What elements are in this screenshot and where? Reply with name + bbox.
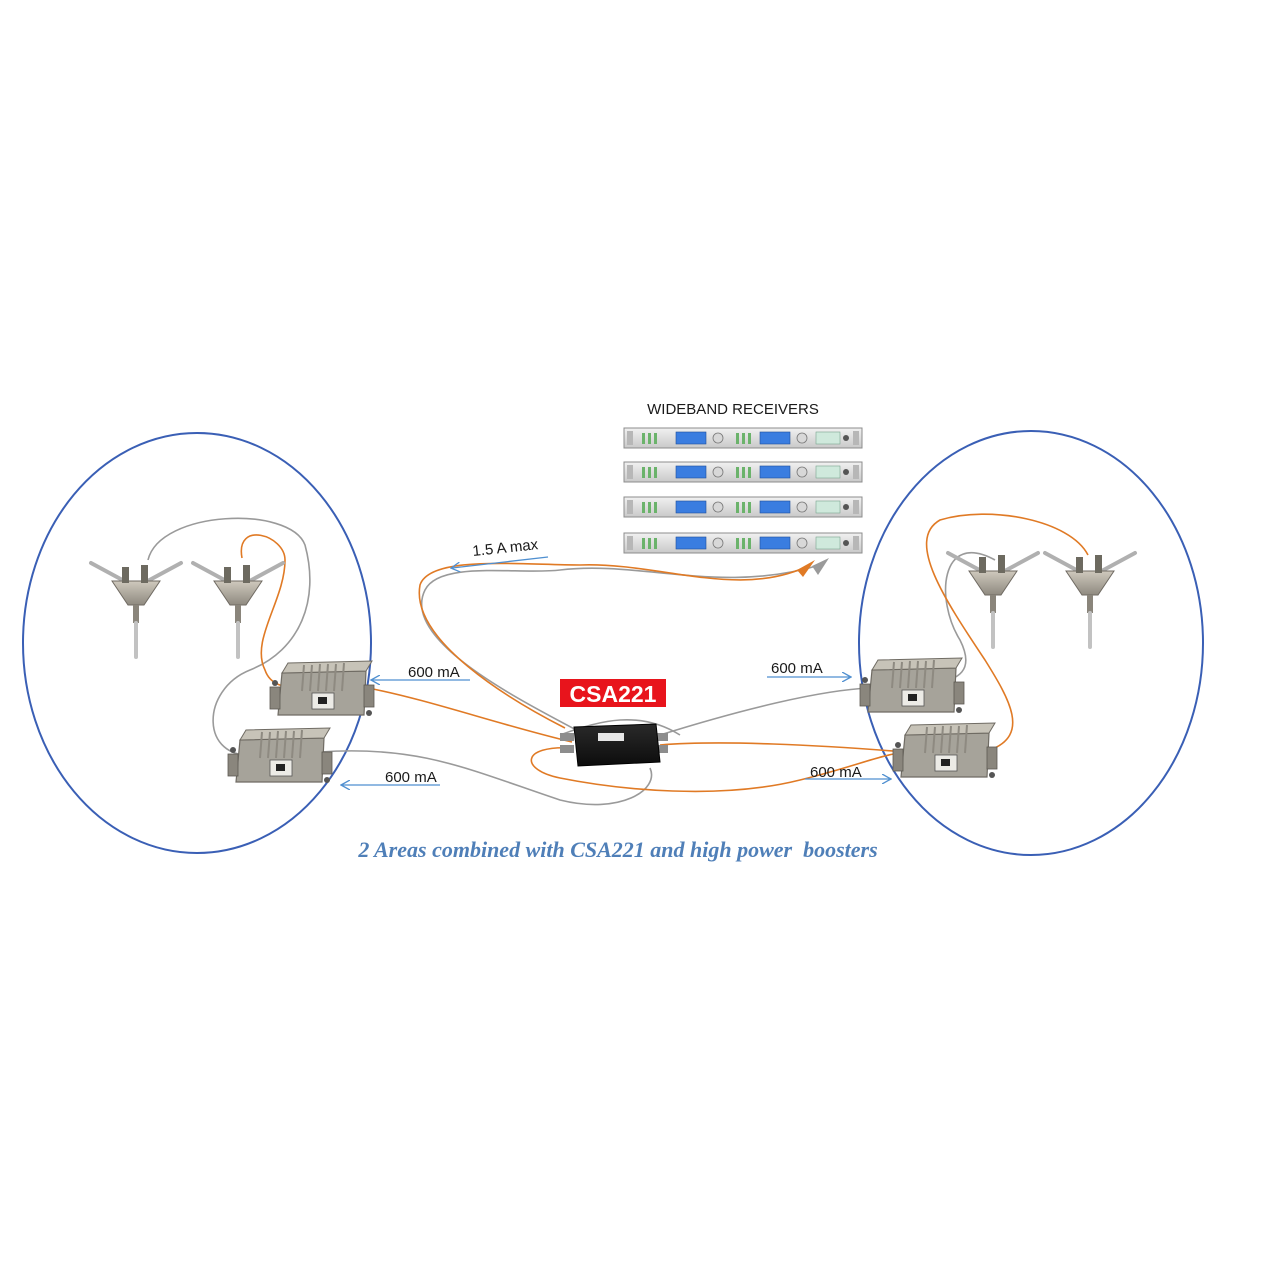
combiner-badge: [560, 679, 666, 707]
gray-cable: [319, 750, 653, 806]
booster-icon: [859, 657, 965, 714]
area-left: [22, 432, 372, 854]
orange-cable: [418, 562, 811, 729]
antenna-icon: [1043, 551, 1137, 649]
receiver-stack: [623, 427, 863, 554]
combiner-box-icon: [560, 723, 668, 767]
orange-cable: [659, 742, 906, 753]
booster-icon: [227, 727, 333, 784]
area-left-circle: [22, 432, 372, 854]
current-max-label: 1.5 A max: [472, 536, 540, 560]
gray-cable: [147, 517, 311, 756]
antenna-icon: [89, 561, 183, 659]
gray-cables: [147, 517, 996, 806]
booster-icon: [892, 722, 998, 779]
antenna-icon: [946, 551, 1040, 649]
orange-arrowhead: [797, 560, 815, 577]
diagram-caption: 2 Areas combined with CSA221 and high po…: [357, 837, 877, 862]
receiver-rack-icon: [623, 532, 863, 554]
orange-cables: [240, 513, 1089, 793]
current-label-right-lower: 600 mA: [810, 764, 862, 781]
gray-cable: [559, 719, 681, 736]
current-label-right-upper: 600 mA: [771, 660, 823, 677]
orange-cable: [925, 513, 1089, 751]
gray-cable: [659, 687, 871, 736]
combiner-label: CSA221: [570, 681, 657, 707]
orange-cable: [367, 687, 573, 743]
arrow-max: [452, 556, 549, 568]
antenna-icon: [191, 561, 285, 659]
booster-icon: [269, 660, 375, 717]
receiver-rack-icon: [623, 461, 863, 483]
receiver-rack-icon: [623, 496, 863, 518]
current-label-left-upper: 600 mA: [408, 664, 460, 681]
current-label-left-lower: 600 mA: [385, 769, 437, 786]
gray-arrowhead: [812, 558, 829, 575]
area-right-circle: [858, 430, 1204, 856]
current-arrows: [342, 556, 890, 785]
area-right: [858, 430, 1204, 856]
orange-cable: [530, 747, 906, 793]
receivers-title: WIDEBAND RECEIVERS: [647, 401, 819, 418]
receiver-rack-icon: [623, 427, 863, 449]
